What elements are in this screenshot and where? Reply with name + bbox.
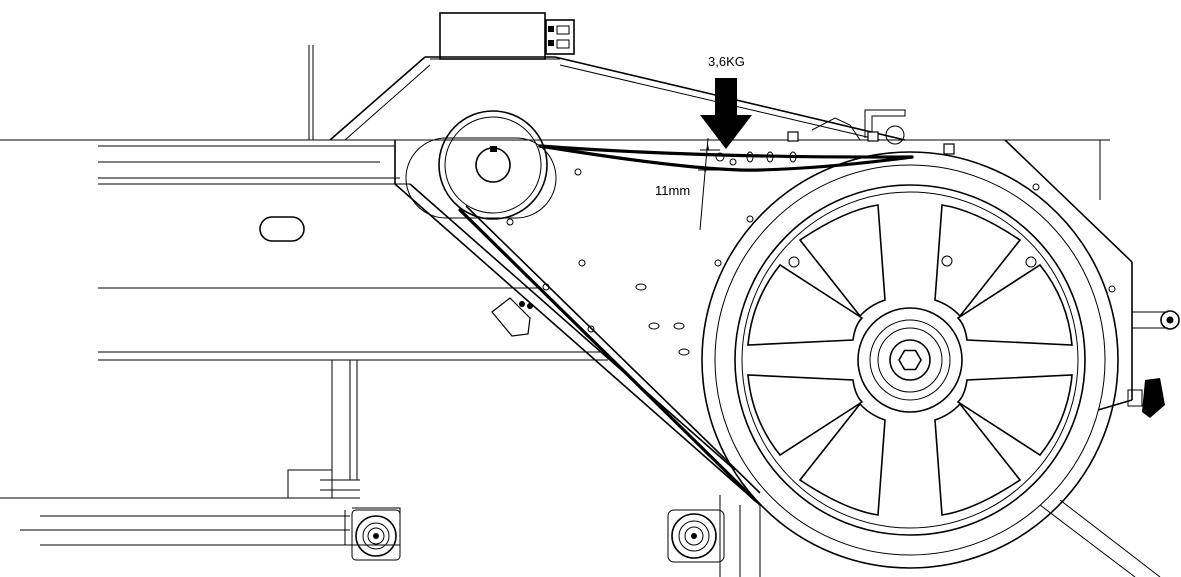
force-label: 3,6KG	[708, 54, 745, 69]
belt	[458, 144, 914, 502]
main-plate	[394, 139, 1161, 577]
band-wheel	[701, 151, 1119, 569]
frame-slot	[259, 216, 305, 242]
upper-frame-rails	[0, 139, 1110, 361]
castor-left	[351, 509, 401, 561]
left-stand-post	[308, 45, 314, 140]
wheel-spokes	[747, 204, 1073, 516]
force-arrow	[700, 78, 752, 149]
lock-knob-right	[1127, 378, 1165, 418]
tension-bolt-right	[1132, 310, 1180, 330]
motor-housing	[430, 12, 575, 60]
belt-guard-cover	[329, 56, 906, 141]
deflection-dimension	[698, 137, 720, 231]
lock-knob-left	[491, 297, 533, 337]
lower-stand	[0, 360, 761, 577]
drive-pulley	[405, 110, 557, 220]
top-right-bracket	[811, 109, 906, 145]
top-bolts	[787, 131, 955, 155]
deflection-label: 11mm	[655, 183, 691, 198]
castor-right	[667, 509, 725, 563]
